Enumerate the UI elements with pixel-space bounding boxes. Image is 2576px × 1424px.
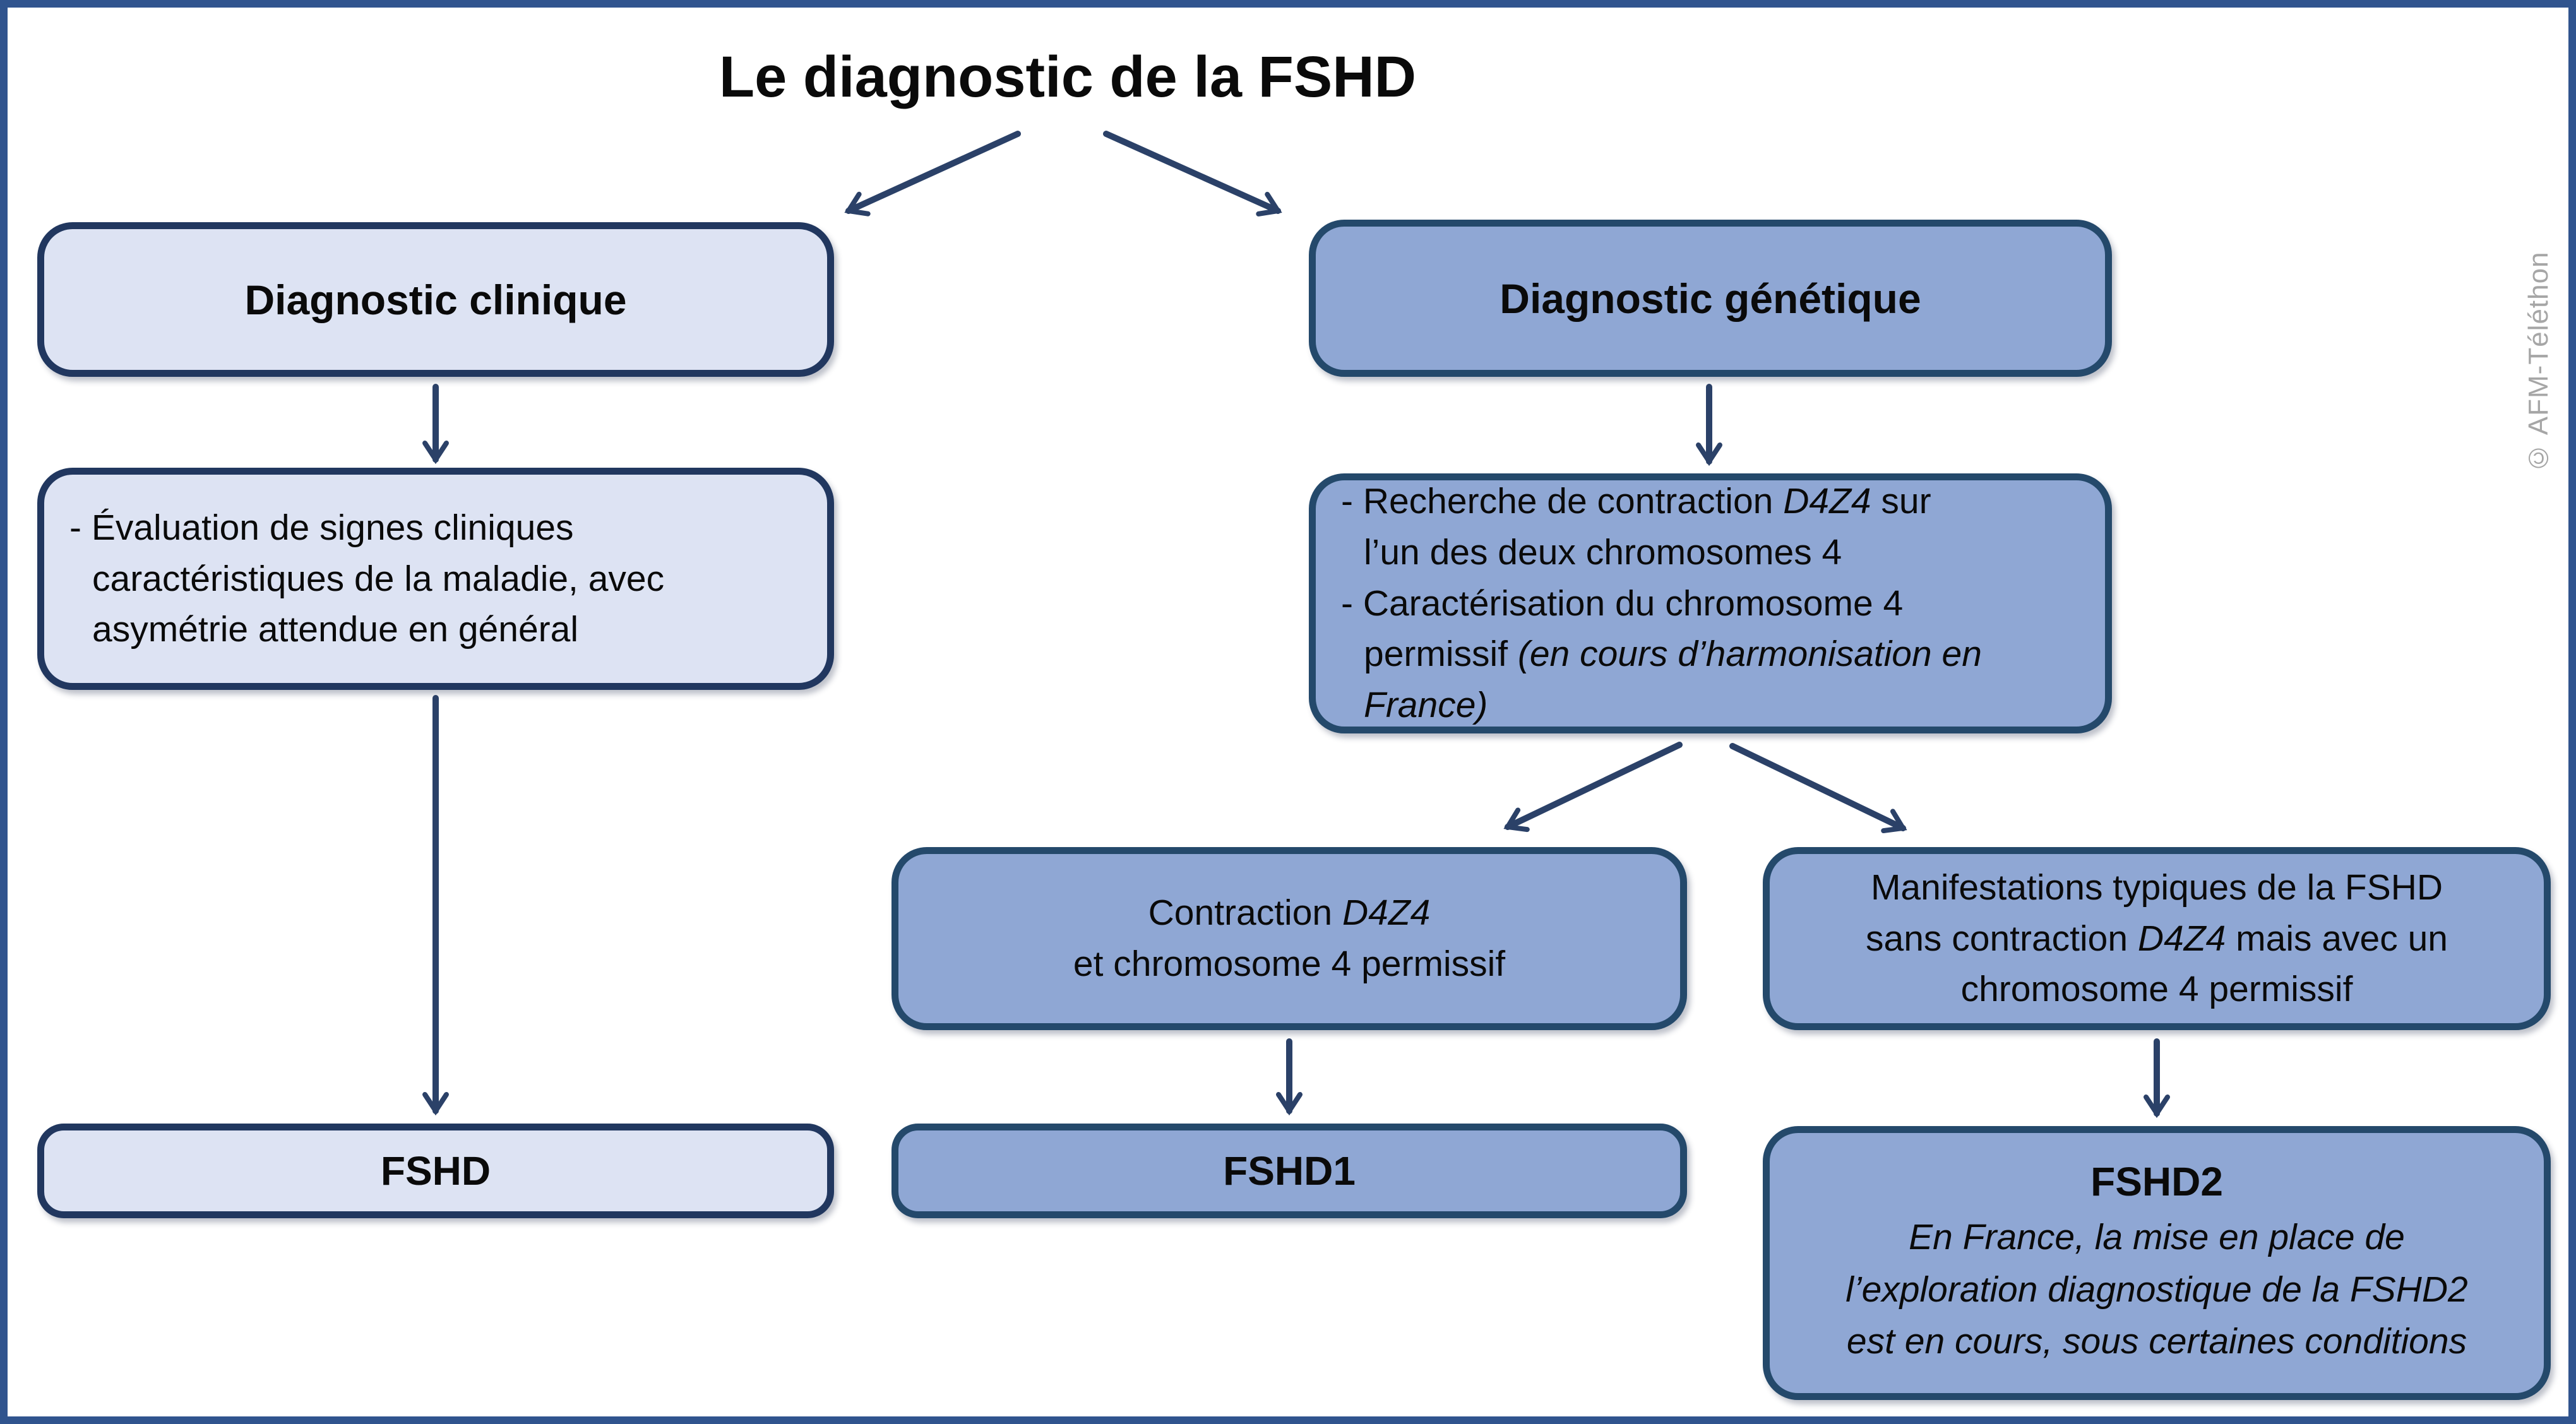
arrow-title-to-genetique <box>1103 131 1282 217</box>
box-contraction-d4z4: Contraction D4Z4 et chromosome 4 permiss… <box>891 847 1687 1030</box>
contraction-text: Contraction D4Z4 et chromosome 4 permiss… <box>1073 893 1506 984</box>
genetique-detail-item-1: - Recherche de contraction D4Z4 sur l’un… <box>1341 480 1931 573</box>
box-diagnostic-clinique: Diagnostic clinique <box>37 222 834 377</box>
fshd1-label: FSHD1 <box>1223 1148 1356 1194</box>
box-diagnostic-clinique-label: Diagnostic clinique <box>244 276 627 323</box>
box-evaluation-clinique: - Évaluation de signes cliniques caracté… <box>37 468 834 690</box>
fshd-label: FSHD <box>380 1148 491 1194</box>
box-diagnostic-genetique-label: Diagnostic génétique <box>1500 275 1921 322</box>
box-manifestations-typiques: Manifestations typiques de la FSHD sans … <box>1763 847 2551 1030</box>
box-diagnostic-genetique: Diagnostic génétique <box>1309 220 2112 377</box>
arrow-detail-to-contraction <box>1503 742 1683 833</box>
box-fshd2: FSHD2 En France, la mise en place de l’e… <box>1763 1126 2551 1400</box>
copyright-credit: © AFM-Téléthon <box>2523 251 2554 473</box>
manifestations-text: Manifestations typiques de la FSHD sans … <box>1866 867 2448 1010</box>
box-genetique-detail: - Recherche de contraction D4Z4 sur l’un… <box>1309 473 2112 733</box>
fshd2-note: En France, la mise en place de l’explora… <box>1846 1217 2468 1362</box>
page-title: Le diagnostic de la FSHD <box>719 45 1417 109</box>
box-fshd1: FSHD1 <box>891 1124 1687 1218</box>
arrow-title-to-clinique <box>844 131 1021 217</box>
evaluation-text: - Évaluation de signes cliniques caracté… <box>69 507 665 650</box>
box-fshd: FSHD <box>37 1124 834 1218</box>
fshd2-label: FSHD2 <box>2090 1159 2223 1205</box>
arrow-detail-to-manifestations <box>1729 743 1907 834</box>
genetique-detail-item-2: - Caractérisation du chromosome 4 permis… <box>1341 583 1982 726</box>
